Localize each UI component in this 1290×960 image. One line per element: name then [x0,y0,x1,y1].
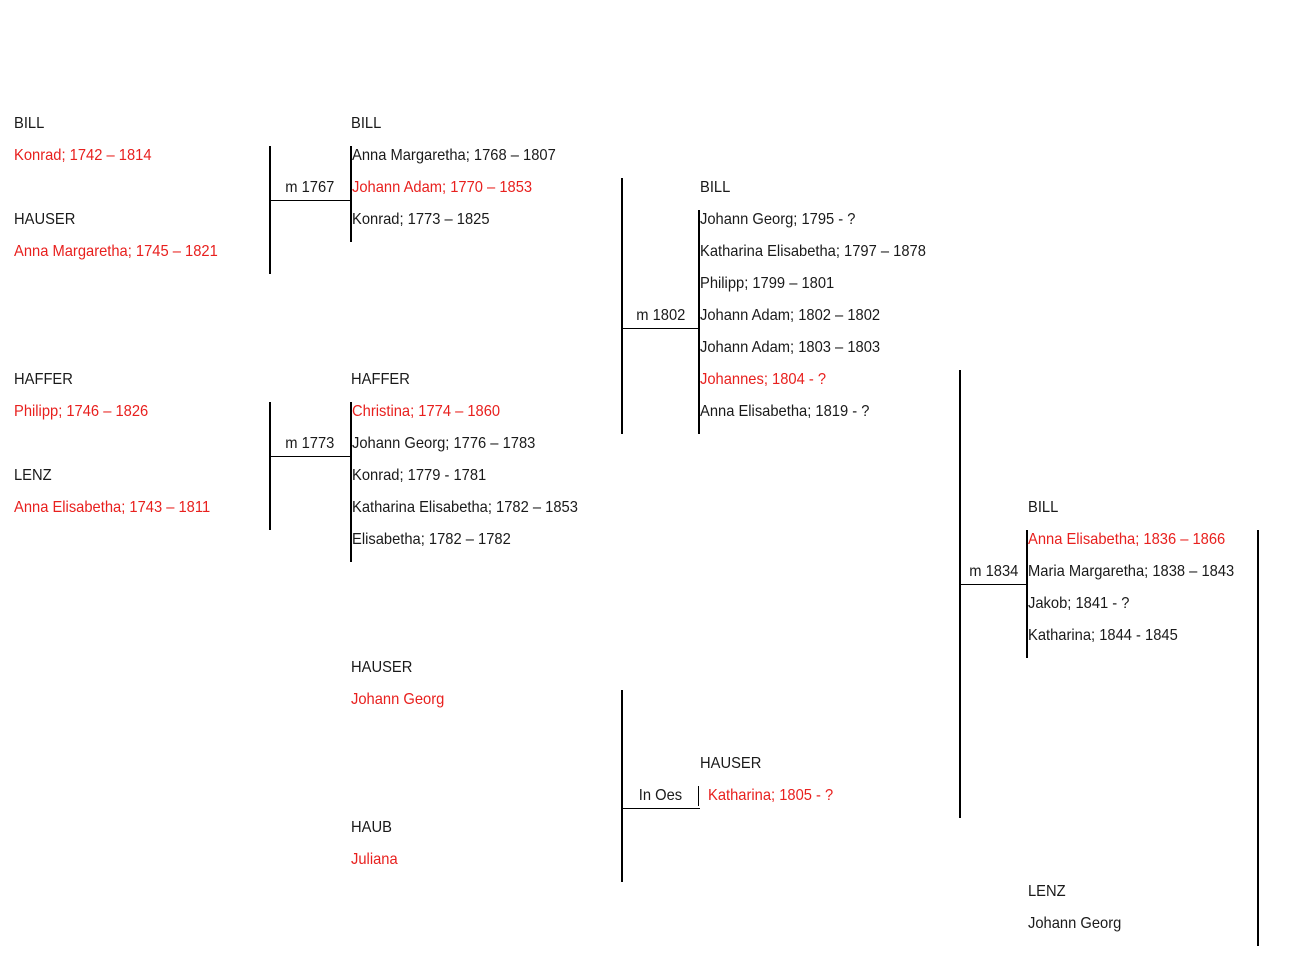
child-anna-margaretha-bill: Anna Margaretha; 1768 – 1807 [352,147,556,164]
surname-bill-1834-family: BILL [1028,499,1059,516]
person-konrad-bill: Konrad; 1742 – 1814 [14,147,152,164]
marriage-label-1767: m 1767 [284,179,334,196]
child-christina-haffer: Christina; 1774 – 1860 [352,403,501,420]
child-katharina-bill-1844: Katharina; 1844 - 1845 [1028,627,1178,644]
person-juliana-haub: Juliana [351,851,398,868]
surname-bill-1802-family: BILL [700,179,731,196]
surname-haffer-1773-family: HAFFER [351,371,410,388]
child-johann-adam-bill: Johann Adam; 1770 – 1853 [352,179,533,196]
marriage-label-1834: m 1834 [968,563,1018,580]
child-katharina-elisabetha-bill: Katharina Elisabetha; 1797 – 1878 [700,243,926,260]
person-katharina-hauser: Katharina; 1805 - ? [708,787,834,804]
marriage-label-1773: m 1773 [284,435,334,452]
marriage-connector-oes [622,808,700,809]
person-johann-georg-hauser: Johann Georg [351,691,445,708]
children-line-1834 [1026,530,1028,658]
person-anna-margaretha-hauser: Anna Margaretha; 1745 – 1821 [14,243,218,260]
surname-haub-juliana: HAUB [351,819,392,836]
marriage-connector-1773 [270,456,351,457]
child-elisabetha-haffer: Elisabetha; 1782 – 1782 [352,531,511,548]
surname-hauser-johann-georg: HAUSER [351,659,413,676]
child-johann-adam-bill-1802: Johann Adam; 1802 – 1802 [700,307,881,324]
children-line-1767 [350,146,352,242]
person-philipp-haffer: Philipp; 1746 – 1826 [14,403,149,420]
marriage-label-1802: m 1802 [635,307,685,324]
surname-lenz-johann-georg: LENZ [1028,883,1066,900]
child-philipp-bill: Philipp; 1799 – 1801 [700,275,835,292]
child-konrad-haffer: Konrad; 1779 - 1781 [352,467,487,484]
couple-line-1834 [959,370,961,818]
surname-lenz-anna: LENZ [14,467,52,484]
surname-bill-konrad: BILL [14,115,45,132]
person-johann-georg-lenz: Johann Georg [1028,915,1122,932]
child-jakob-bill: Jakob; 1841 - ? [1028,595,1130,612]
surname-hauser-katharina: HAUSER [700,755,762,772]
couple-line-right [1257,530,1259,946]
marriage-connector-1802 [622,328,700,329]
couple-line-1767 [269,146,271,274]
children-line-1802 [698,210,700,434]
children-line-oes [698,786,699,806]
surname-bill-1767-family: BILL [351,115,382,132]
marriage-connector-1767 [270,200,351,201]
person-anna-elisabetha-lenz: Anna Elisabetha; 1743 – 1811 [14,499,211,516]
child-konrad-bill: Konrad; 1773 – 1825 [352,211,490,228]
couple-line-1802 [621,178,623,434]
child-johannes-bill: Johannes; 1804 - ? [700,371,827,388]
child-anna-elisabetha-bill-1819: Anna Elisabetha; 1819 - ? [700,403,870,420]
surname-haffer-philipp: HAFFER [14,371,73,388]
couple-line-oes [621,690,623,882]
couple-line-1773 [269,402,271,530]
marriage-label-oes: In Oes [638,787,682,804]
child-katharina-elisabetha-haffer: Katharina Elisabetha; 1782 – 1853 [352,499,578,516]
child-maria-margaretha-bill: Maria Margaretha; 1838 – 1843 [1028,563,1235,580]
child-anna-elisabetha-bill-1836: Anna Elisabetha; 1836 – 1866 [1028,531,1226,548]
child-johann-georg-bill: Johann Georg; 1795 - ? [700,211,856,228]
child-johann-georg-haffer: Johann Georg; 1776 – 1783 [352,435,536,452]
marriage-connector-1834 [960,584,1028,585]
children-line-1773 [350,402,352,562]
child-johann-adam-bill-1803: Johann Adam; 1803 – 1803 [700,339,881,356]
surname-hauser-anna: HAUSER [14,211,76,228]
